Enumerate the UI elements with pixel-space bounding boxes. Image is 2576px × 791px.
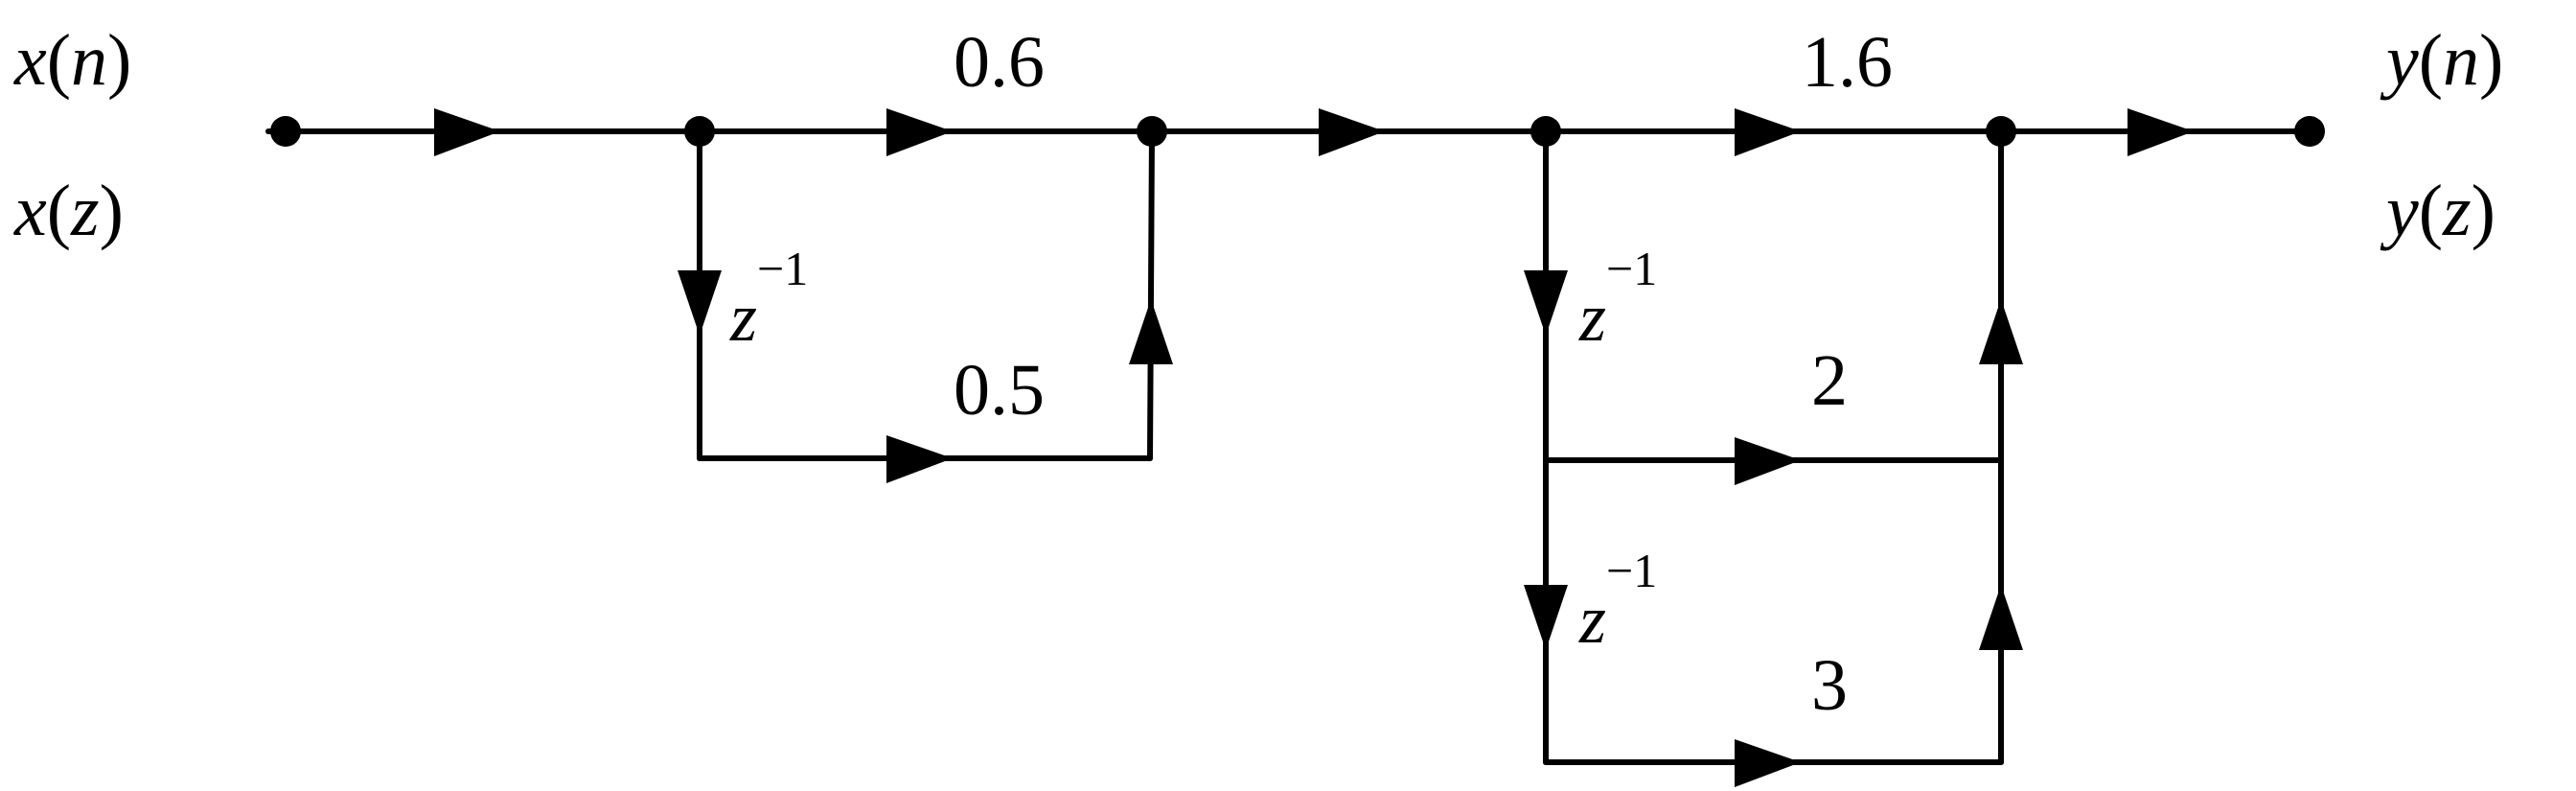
arrow-up: [1979, 299, 2023, 364]
arrow-down: [678, 270, 722, 336]
arrow-up: [1979, 585, 2023, 650]
sum-node: [1986, 116, 2016, 147]
arrow-down: [1524, 585, 1568, 650]
arrow-right: [434, 108, 500, 156]
delay-label-3: z−1: [1578, 544, 1657, 658]
arrow-right: [886, 435, 953, 483]
arrow-right: [2128, 108, 2194, 156]
output-node: [2294, 116, 2325, 147]
coefficient-0.5: 0.5: [954, 350, 1045, 430]
return-1-wire: [1147, 128, 1155, 461]
arrow-right: [886, 108, 953, 156]
coefficient-3: 3: [1811, 645, 1848, 726]
delay-label-1: z−1: [729, 242, 808, 356]
arrow-right: [1735, 437, 1801, 485]
arrow-right: [1319, 108, 1385, 156]
wires: [265, 128, 2312, 765]
arrow-up: [1129, 299, 1173, 364]
output-z-label: y(z): [2380, 171, 2496, 251]
arrow-down: [1524, 270, 1568, 336]
arrows: [434, 108, 2194, 787]
arrow-right: [1735, 739, 1801, 787]
nodes: [270, 116, 2325, 147]
branch-node: [684, 116, 715, 147]
input-z-label: x(z): [13, 171, 124, 251]
arrow-right: [1735, 108, 1801, 156]
input-time-label: x(n): [13, 20, 131, 101]
delay-label-2: z−1: [1578, 242, 1657, 356]
input-node: [270, 116, 301, 147]
coefficient-0.6: 0.6: [954, 22, 1045, 103]
coefficient-1.6: 1.6: [1802, 22, 1893, 103]
sum-node: [1137, 116, 1167, 147]
coefficient-2: 2: [1811, 340, 1848, 421]
output-time-label: y(n): [2380, 20, 2503, 101]
branch-node: [1530, 116, 1561, 147]
